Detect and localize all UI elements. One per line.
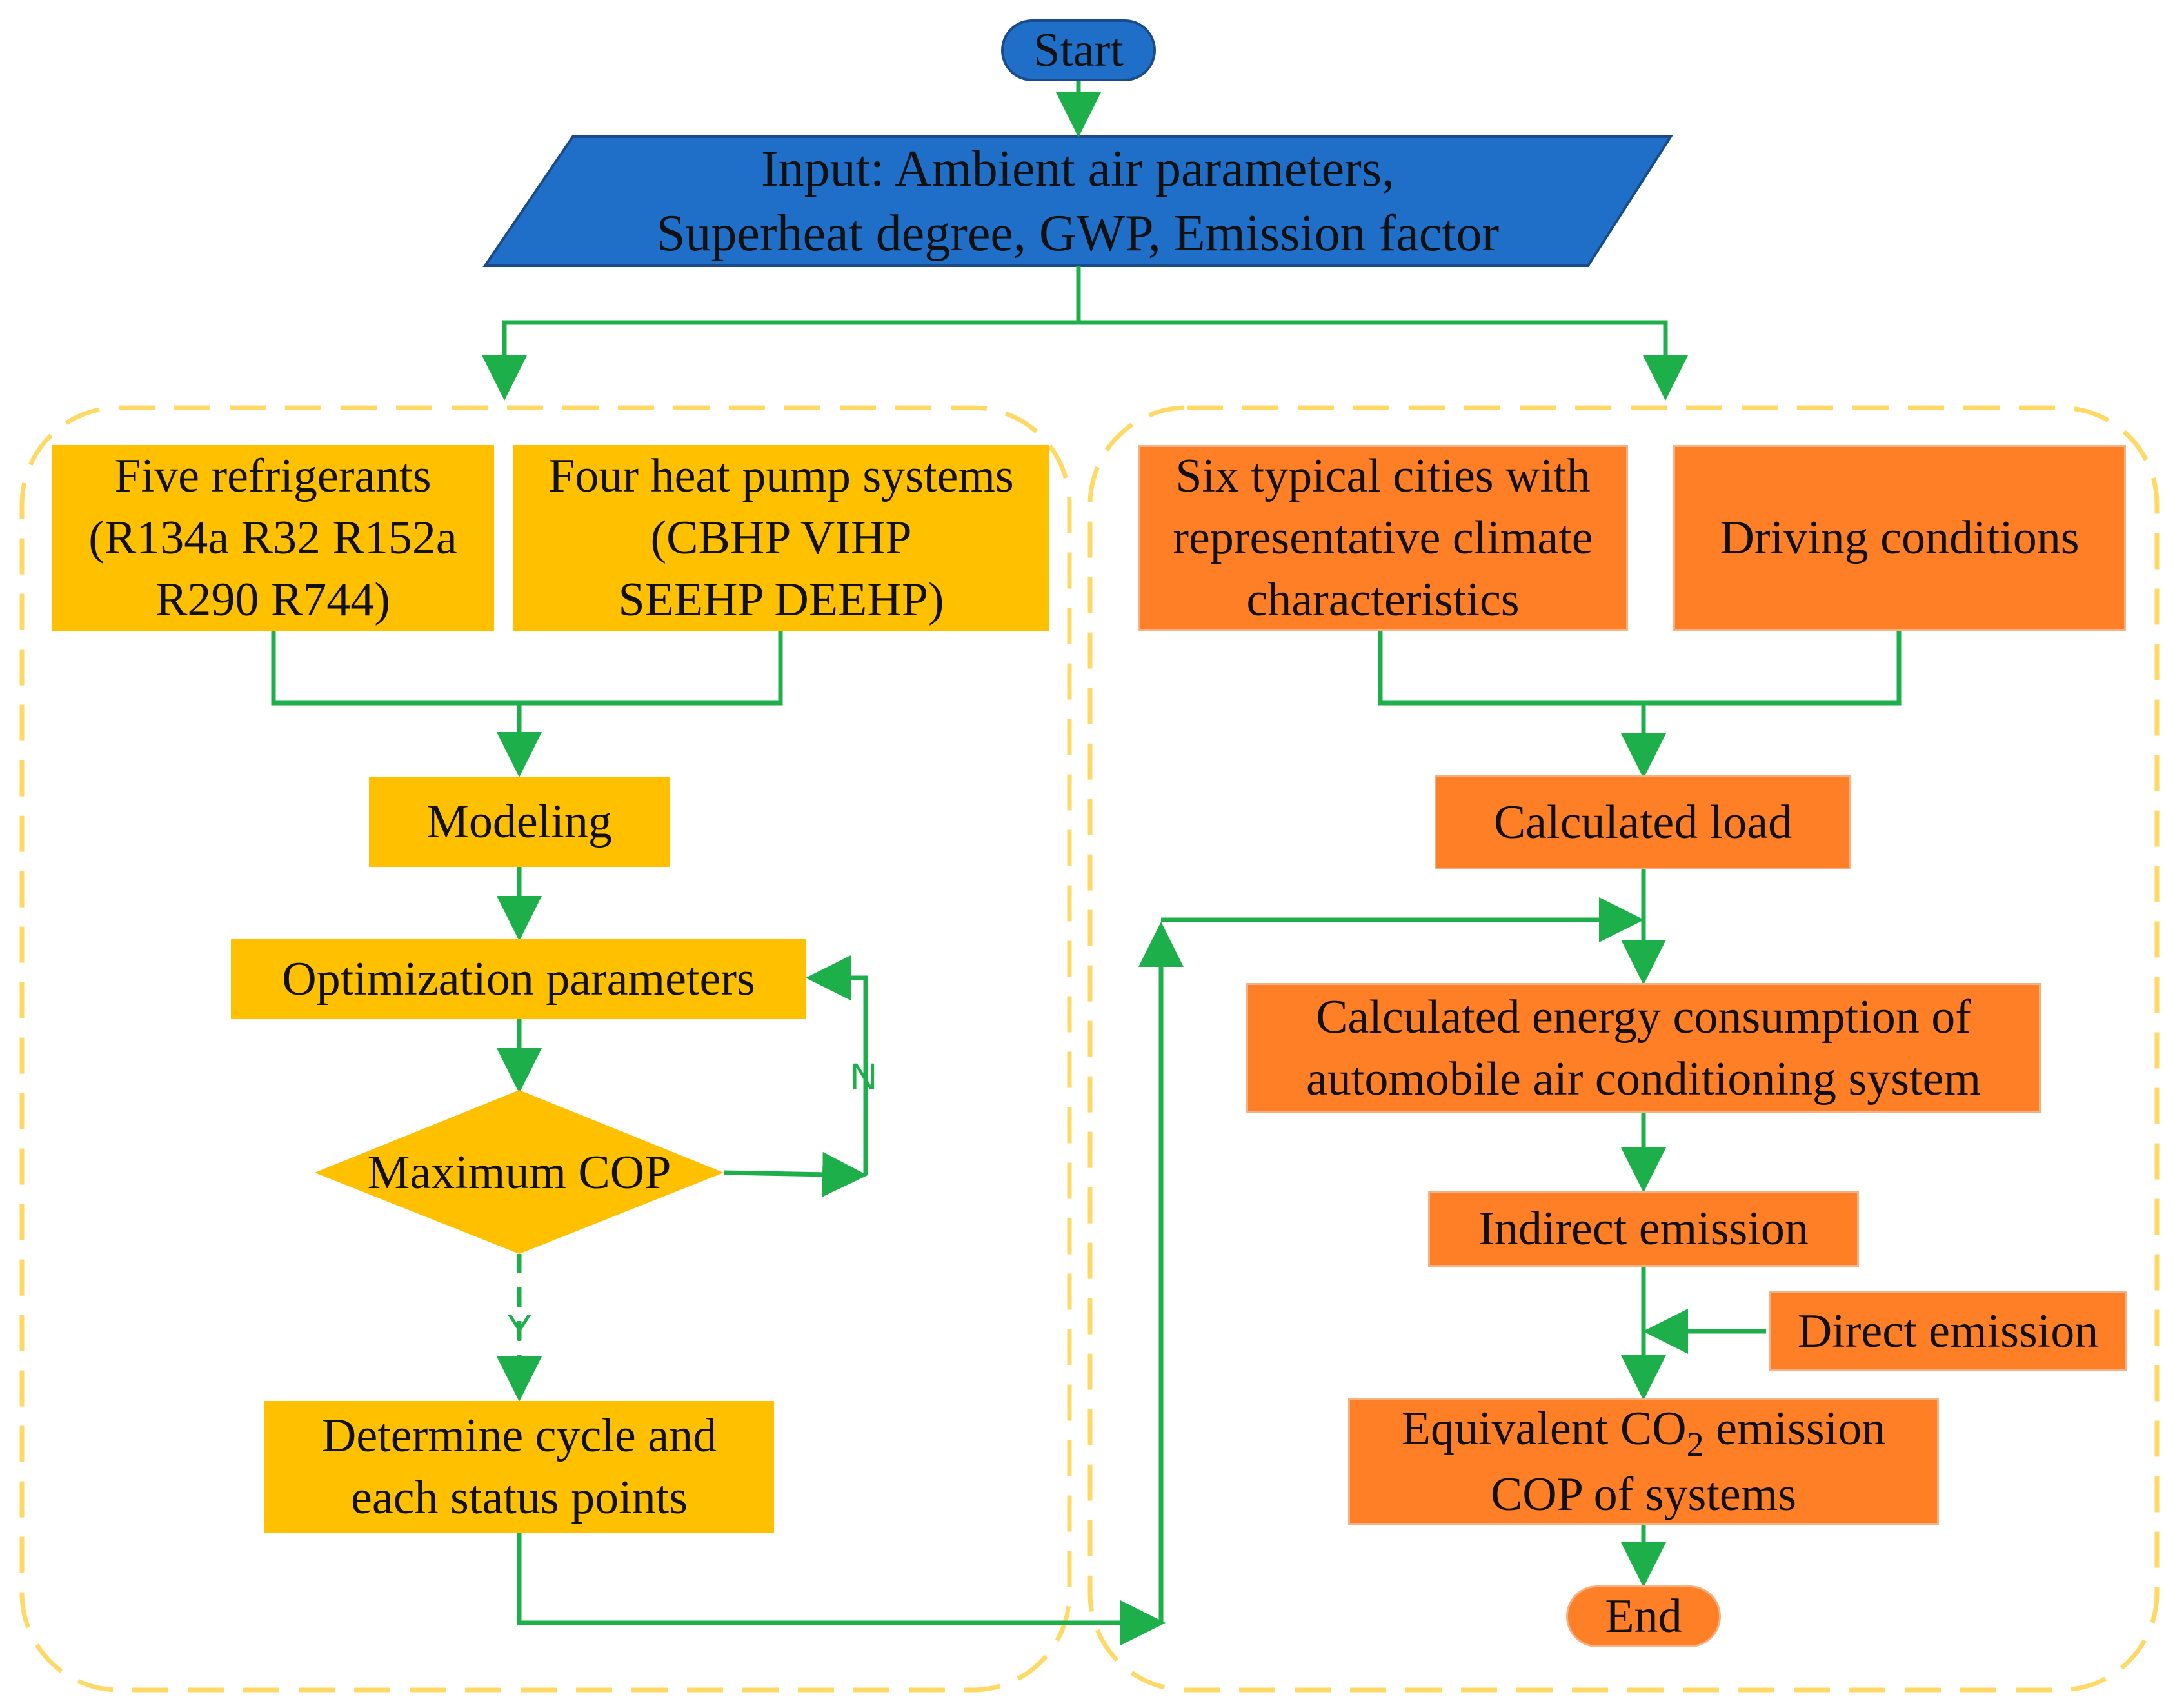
cities-line-3: characteristics <box>1246 573 1520 626</box>
optimization-label: Optimization parameters <box>282 953 755 1006</box>
equivalent-suffix: emission <box>1703 1402 1886 1455</box>
no-branch-label: N <box>850 1056 877 1098</box>
refrigerants-line-3: R290 R744) <box>155 573 390 626</box>
energy-box: Calculated energy consumption of automob… <box>1246 983 2041 1113</box>
determine-line-1: Determine cycle and <box>321 1409 717 1462</box>
indirect-label: Indirect emission <box>1478 1202 1809 1255</box>
heat-pumps-box: Four heat pump systems (CBHP VIHP SEEHP … <box>513 445 1049 631</box>
energy-line-2: automobile air conditioning system <box>1306 1053 1981 1106</box>
left-panel-frame <box>19 405 1072 1693</box>
direct-box: Direct emission <box>1769 1291 2127 1371</box>
input-box: Input: Ambient air parameters, Superheat… <box>485 137 1671 266</box>
arrow-input-to-right <box>1078 320 1688 401</box>
start-terminal: Start <box>1001 19 1156 81</box>
equivalent-line-2: COP of systems <box>1490 1468 1797 1521</box>
equivalent-box: Equivalent CO2 emission COP of systems <box>1348 1398 1939 1525</box>
connector-refrigerants <box>271 631 783 706</box>
cities-line-2: representative climate <box>1173 511 1593 564</box>
end-label: End <box>1605 1590 1682 1643</box>
decision-label: Maximum COP <box>367 1146 671 1199</box>
equivalent-line-1: Equivalent CO2 emission <box>1402 1398 1886 1464</box>
cities-box: Six typical cities with representative c… <box>1138 445 1628 631</box>
optimization-box: Optimization parameters <box>231 939 806 1019</box>
load-box: Calculated load <box>1435 775 1851 869</box>
modeling-label: Modeling <box>426 795 612 848</box>
refrigerants-line-1: Five refrigerants <box>114 450 432 502</box>
decision-label-box: Maximum COP <box>315 1135 724 1210</box>
arrow-input-to-left <box>482 266 1081 401</box>
determine-box: Determine cycle and each status points <box>264 1401 774 1533</box>
connector-cities <box>1378 631 1902 706</box>
refrigerants-box: Five refrigerants (R134a R32 R152a R290 … <box>52 445 494 631</box>
refrigerants-line-2: (R134a R32 R152a <box>88 511 457 564</box>
driving-box: Driving conditions <box>1673 445 2126 631</box>
end-terminal: End <box>1566 1585 1721 1647</box>
decision-diamond <box>315 1090 724 1254</box>
right-panel-frame <box>1088 405 2160 1693</box>
indirect-box: Indirect emission <box>1428 1191 1859 1267</box>
yes-branch-label: Y <box>507 1307 532 1349</box>
determine-line-2: each status points <box>350 1471 688 1524</box>
load-label: Calculated load <box>1493 796 1793 849</box>
start-label: Start <box>1033 24 1124 77</box>
direct-label: Direct emission <box>1797 1305 2099 1358</box>
input-line-2: Superheat degree, GWP, Emission factor <box>656 205 1500 262</box>
arrow-no-loop <box>806 955 868 1175</box>
arrow-decision-no <box>723 1151 868 1197</box>
heat-pumps-line-2: (CBHP VIHP <box>650 511 912 564</box>
input-line-1: Input: Ambient air parameters, <box>761 141 1395 197</box>
modeling-box: Modeling <box>369 777 670 867</box>
driving-label: Driving conditions <box>1720 511 2080 564</box>
heat-pumps-line-1: Four heat pump systems <box>548 450 1014 502</box>
cities-line-1: Six typical cities with <box>1175 450 1591 502</box>
arrow-determine-to-right <box>517 1533 1166 1645</box>
energy-line-1: Calculated energy consumption of <box>1316 991 1971 1044</box>
equivalent-subscript: 2 <box>1686 1425 1704 1464</box>
equivalent-prefix: Equivalent CO <box>1401 1402 1687 1455</box>
input-parallelogram <box>482 135 1673 267</box>
heat-pumps-line-3: SEEHP DEEHP) <box>618 573 944 626</box>
